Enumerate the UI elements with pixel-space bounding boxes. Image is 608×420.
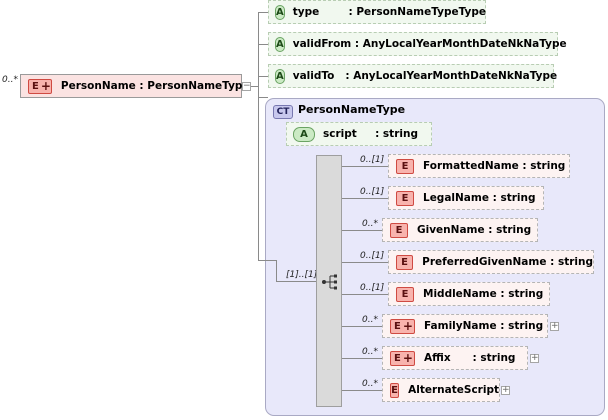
expand-toggle[interactable]: + [550, 321, 559, 331]
attribute-script[interactable]: A script : string [286, 122, 432, 146]
attribute-validfrom[interactable]: A validFrom : AnyLocalYearMonthDateNkNaT… [268, 32, 567, 56]
sequence-multiplicity: [1]..[1] [286, 270, 318, 280]
element-icon: E [396, 286, 414, 302]
child-affix[interactable]: E+ Affix : string [382, 346, 528, 370]
root-multiplicity: 0..* [2, 75, 18, 85]
element-icon: E [396, 254, 414, 270]
attribute-type-label: type : PersonNameTypeType [292, 6, 487, 18]
root-connector [246, 86, 258, 87]
attribute-icon: A [293, 126, 315, 142]
child-multiplicity: 0..* [362, 379, 378, 389]
child-label: FamilyName : string [424, 320, 544, 332]
ct-branch [258, 97, 268, 98]
child-multiplicity: 0..* [362, 315, 378, 325]
child-multiplicity: 0..* [362, 347, 378, 357]
expand-toggle[interactable]: + [501, 385, 510, 395]
attr-branch-1 [258, 12, 268, 13]
complex-type-icon: CT [273, 105, 293, 119]
collapse-toggle[interactable]: − [242, 81, 251, 91]
element-complex-icon: E+ [390, 350, 415, 366]
attribute-icon: A [275, 36, 285, 52]
child-label: FormattedName : string [423, 160, 566, 172]
child-multiplicity: 0..[1] [360, 251, 385, 261]
child-middlename[interactable]: E MiddleName : string [388, 282, 550, 306]
child-branch-4 [342, 262, 388, 263]
attr-branch-3 [258, 76, 268, 77]
sequence-connector-vertical [276, 260, 277, 282]
child-branch-7 [342, 358, 382, 359]
child-label: LegalName : string [423, 192, 536, 204]
child-label: AlternateScript [408, 384, 499, 396]
child-label: MiddleName : string [423, 288, 544, 300]
child-branch-2 [342, 198, 388, 199]
child-branch-5 [342, 294, 388, 295]
attribute-icon: A [275, 4, 285, 20]
child-branch-6 [342, 326, 382, 327]
child-branch-3 [342, 230, 382, 231]
sequence-compositor[interactable] [316, 155, 342, 407]
attribute-validto[interactable]: A validTo : AnyLocalYearMonthDateNkNaTyp… [268, 64, 558, 88]
attribute-type[interactable]: A type : PersonNameTypeType [268, 0, 486, 24]
attribute-script-label: script : string [323, 128, 418, 140]
person-name-element[interactable]: E+ PersonName : PersonNameType [20, 74, 250, 98]
sequence-connector [276, 281, 316, 282]
child-branch-8 [342, 390, 382, 391]
child-label: GivenName : string [417, 224, 532, 236]
element-icon: E [396, 190, 414, 206]
child-multiplicity: 0..[1] [360, 155, 385, 165]
attribute-validfrom-label: validFrom : AnyLocalYearMonthDateNkNaTyp… [292, 38, 567, 50]
expand-toggle[interactable]: + [530, 353, 539, 363]
attr-trunk-line [258, 12, 259, 260]
child-label: Affix : string [424, 352, 516, 364]
attribute-validto-label: validTo : AnyLocalYearMonthDateNkNaType [292, 70, 558, 82]
element-badge-letter: E [394, 352, 401, 364]
child-multiplicity: 0..* [362, 219, 378, 229]
child-branch-1 [342, 166, 388, 167]
child-label: PreferredGivenName : string [422, 256, 593, 268]
element-icon: E [396, 158, 414, 174]
child-alternatescript[interactable]: E AlternateScript [382, 378, 500, 402]
person-name-label: PersonName : PersonNameType [60, 80, 250, 92]
complex-type-title: PersonNameType [298, 103, 406, 116]
element-complex-icon: E+ [28, 78, 52, 94]
element-badge-letter: E [394, 320, 401, 332]
child-formattedname[interactable]: E FormattedName : string [388, 154, 570, 178]
child-givenname[interactable]: E GivenName : string [382, 218, 538, 242]
element-icon: E [390, 382, 400, 398]
element-complex-icon: E+ [390, 318, 415, 334]
sequence-icon [322, 274, 337, 290]
child-legalname[interactable]: E LegalName : string [388, 186, 544, 210]
attr-branch-2 [258, 44, 268, 45]
child-multiplicity: 0..[1] [360, 187, 385, 197]
child-preferredgivenname[interactable]: E PreferredGivenName : string [388, 250, 594, 274]
child-multiplicity: 0..[1] [360, 283, 385, 293]
sequence-connector-join [258, 260, 277, 261]
child-familyname[interactable]: E+ FamilyName : string [382, 314, 548, 338]
attribute-icon: A [275, 68, 285, 84]
element-icon: E [390, 222, 408, 238]
